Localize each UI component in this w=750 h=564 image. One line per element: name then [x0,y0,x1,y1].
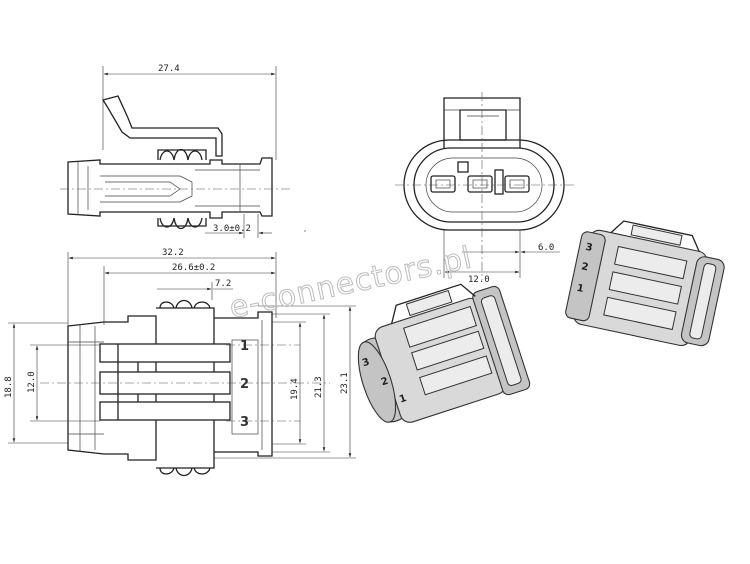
side-body [67,157,273,219]
dim-cavity-span: 12.0 [444,270,520,285]
dim-label-12-0-front: 12.0 [468,275,490,285]
iso1-pin-label-3: 3 [361,357,371,370]
pin-label-1: 1 [240,339,249,354]
dim-label-6-0: 6.0 [538,243,554,253]
dim-label-21-3: 21.3 [314,376,324,398]
side-view: 27.4 [60,64,306,238]
top-terminal-slots [99,339,259,435]
top-view: 32.2 26.6±0.2 7.2 [4,248,356,477]
dim-latch-offset: 3.0±0.2 [205,214,306,238]
dim-label-3-0: 3.0±0.2 [213,224,251,234]
front-cavities [430,161,530,195]
dim-left-heights: 18.8 12.0 [4,322,100,444]
iso-view-front: 3 2 1 [357,283,531,423]
dim-label-26-6: 26.6±0.2 [172,263,215,273]
seal-ribs-bottom [157,217,207,230]
dim-seal-offset: 7.2 [157,279,233,300]
pin-label-3: 3 [240,415,249,430]
top-body [67,315,157,461]
latch-arm [101,95,223,157]
dim-label-23-1: 23.1 [340,372,350,394]
iso2-pin-label-2: 2 [580,261,589,273]
dim-top-overall-length: 32.2 [67,248,277,325]
iso-view-rear: 3 2 1 [565,220,725,347]
pin-label-2: 2 [240,377,249,392]
dim-right-heights: 19.4 21.3 23.1 [214,305,356,459]
iso2-pin-label-1: 1 [576,283,585,295]
dim-label-32-2: 32.2 [162,248,184,258]
dim-label-12-0-left: 12.0 [27,371,37,393]
iso2-pin-label-3: 3 [584,242,593,254]
front-view: 6.0 12.0 [395,92,575,285]
dim-label-7-2: 7.2 [215,279,231,289]
dim-top-body-length: 26.6±0.2 [103,263,276,325]
iso1-pin-label-1: 1 [398,393,408,406]
dim-label-18-8: 18.8 [4,376,14,398]
dim-side-overall-length: 27.4 [102,64,277,160]
dim-cavity-pitch: 6.0 [462,243,560,254]
dim-label-19-4: 19.4 [290,378,300,400]
seal-ribs-top [157,148,207,161]
top-seal [156,299,215,477]
dim-label-27-4: 27.4 [158,64,180,74]
iso1-pin-label-2: 2 [380,376,390,389]
